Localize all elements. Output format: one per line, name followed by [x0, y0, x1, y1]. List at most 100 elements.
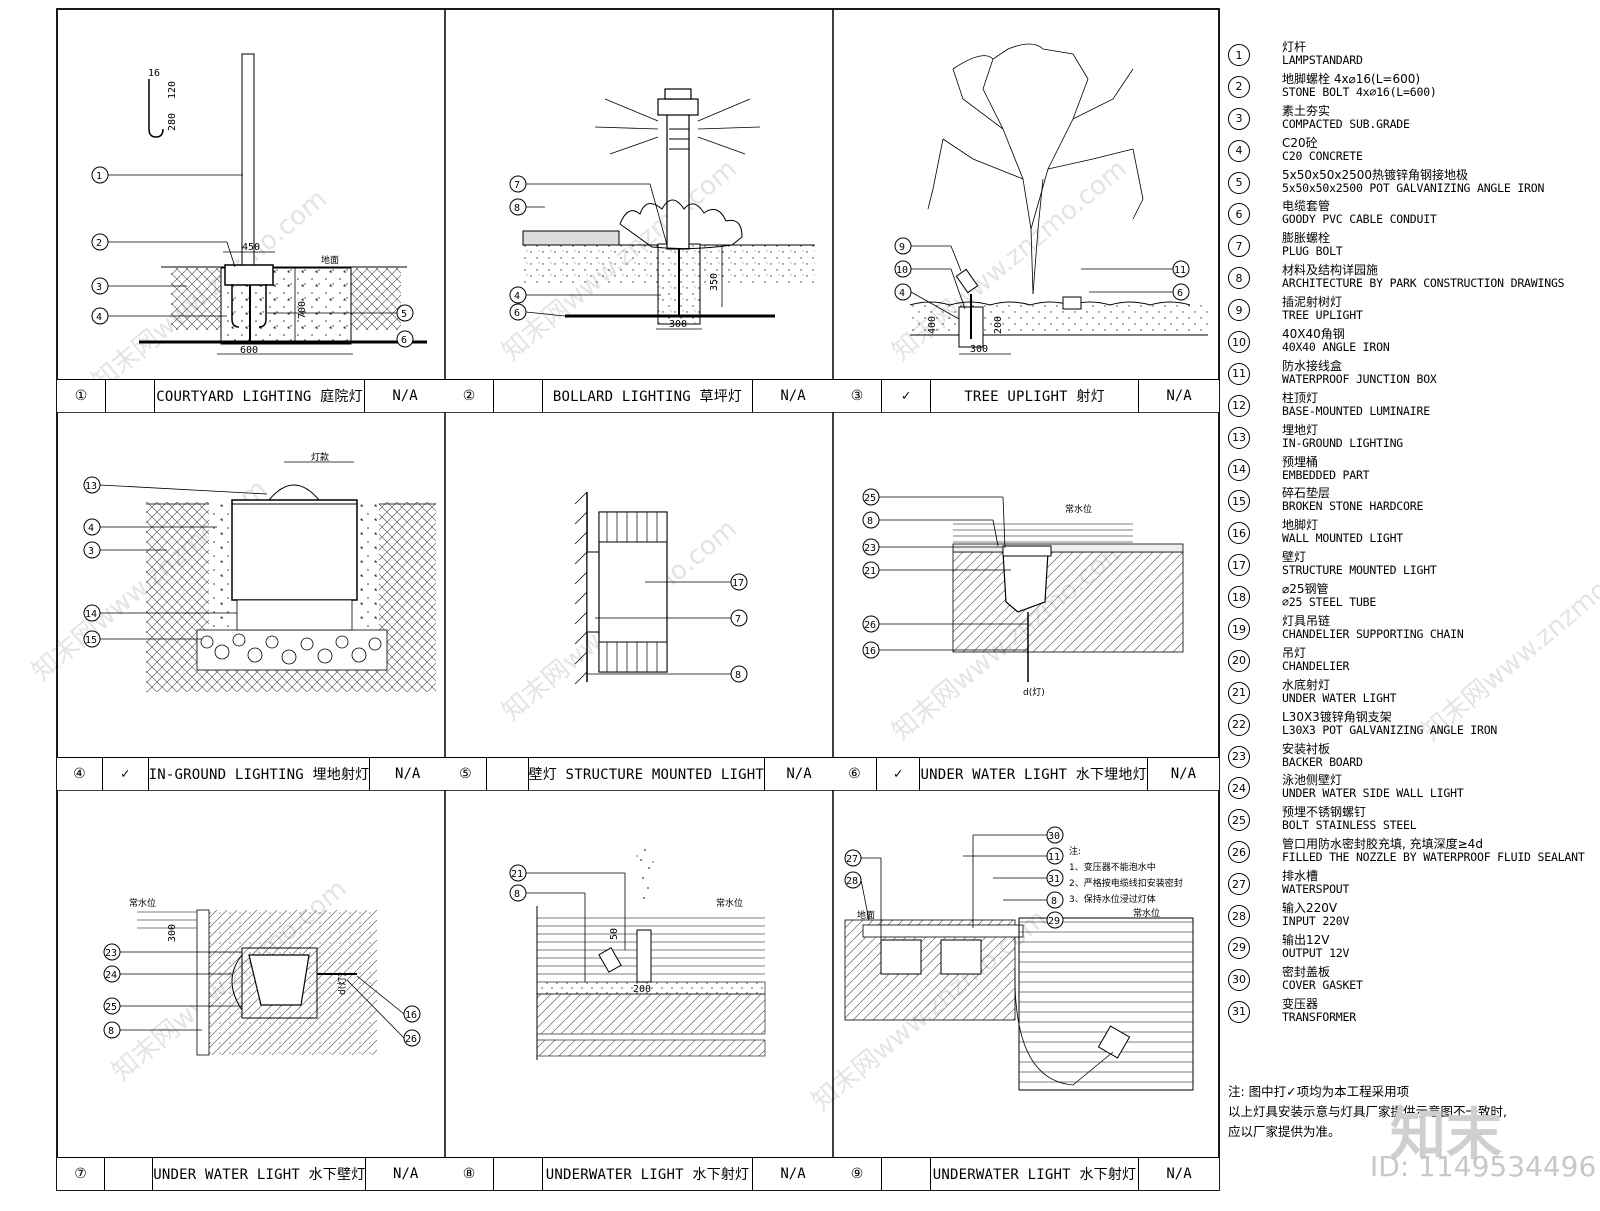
callout-4: 4: [894, 283, 960, 320]
dim-label: 600: [240, 345, 258, 356]
panel-title-bar: ⑦ UNDER WATER LIGHT 水下壁灯 N/A: [57, 1157, 445, 1190]
svg-text:17: 17: [732, 578, 744, 589]
svg-text:16: 16: [864, 646, 876, 657]
general-notes: 注: 图中打✓项均为本工程采用项 以上灯具安装示意与灯具厂家提供示意图不一致时,…: [1228, 1082, 1588, 1142]
legend-number: 21: [1228, 681, 1250, 704]
legend-number: 30: [1228, 968, 1250, 991]
legend-english-label: UNDER WATER SIDE WALL LIGHT: [1282, 786, 1464, 801]
legend-number: 25: [1228, 809, 1250, 832]
callout-1: 1: [91, 166, 243, 184]
legend-english-label: WATERPROOF JUNCTION BOX: [1282, 371, 1437, 386]
legend-english-label: BROKEN STONE HARDCORE: [1282, 499, 1424, 514]
panel-title: UNDERWATER LIGHT 水下射灯: [543, 1158, 753, 1190]
legend-chinese-label: 防水接线盒: [1282, 358, 1343, 373]
ground-label: 地面: [857, 909, 875, 921]
tree-illustration: [927, 43, 1144, 295]
legend-chinese-label: 壁灯: [1282, 550, 1307, 565]
svg-text:3: 3: [96, 282, 102, 293]
panel-check: [105, 1158, 154, 1190]
panel-structure-mounted-light: 17 7 8 ⑤ 壁灯 STRUCTURE MOUNTED LIGHT N/A: [445, 412, 833, 790]
callout-6: 6: [1089, 283, 1190, 301]
legend-english-label: PLUG BOLT: [1282, 244, 1343, 259]
legend-number: 31: [1228, 1000, 1250, 1023]
svg-text:30: 30: [1048, 831, 1060, 842]
legend-chinese-label: 密封盖板: [1282, 964, 1331, 979]
legend-chinese-label: 输出12V: [1282, 932, 1330, 947]
legend-chinese-label: 材料及结构详园施: [1282, 263, 1379, 278]
legend-english-label: STRUCTURE MOUNTED LIGHT: [1282, 563, 1437, 578]
depth-label: d(灯): [1023, 687, 1045, 698]
water-level-label: 常水位: [129, 897, 156, 909]
legend-english-label: EMBEDDED PART: [1282, 467, 1370, 482]
panel-number: ⑧: [445, 1158, 494, 1190]
callout-7: 7: [509, 175, 668, 246]
legend-chinese-label: 预埋不锈钢螺钉: [1282, 805, 1367, 820]
legend-number: 3: [1228, 107, 1250, 130]
panel-title: COURTYARD LIGHTING 庭院灯: [155, 380, 365, 412]
note-line: 以上灯具安装示意与灯具厂家提供示意图不一致时,: [1228, 1104, 1507, 1119]
legend-number: 11: [1228, 362, 1250, 385]
bollard-lighting-drawing: 300 350 7 8 4 6: [509, 88, 815, 330]
legend-chinese-label: 素土夯实: [1282, 103, 1331, 118]
dim-label: 120: [167, 81, 178, 99]
dim-label: 200: [633, 984, 651, 995]
panel-scale: N/A: [780, 388, 806, 404]
legend-english-label: COMPACTED SUB.GRADE: [1282, 116, 1410, 131]
svg-text:8: 8: [867, 516, 873, 527]
panel-title: 壁灯 STRUCTURE MOUNTED LIGHT: [529, 758, 766, 790]
dim-label: 700: [297, 301, 308, 319]
legend-number: 6: [1228, 203, 1250, 226]
svg-text:28: 28: [846, 876, 858, 887]
callout-26: 26: [346, 979, 421, 1047]
panel-title: IN-GROUND LIGHTING 埋地射灯: [149, 758, 371, 790]
legend-english-label: 40X40 ANGLE IRON: [1282, 340, 1390, 355]
panel-title-bar: ⑨ UNDERWATER LIGHT 水下射灯 N/A: [833, 1157, 1219, 1190]
under-water-in-ground-drawing: 常水位 d(灯) 25 8 23 21 26 16: [862, 488, 1184, 698]
svg-text:6: 6: [401, 335, 407, 346]
legend-english-label: 5x50x50x2500 POT GALVANIZING ANGLE IRON: [1282, 180, 1545, 195]
svg-text:8: 8: [735, 670, 741, 681]
panel-check: ✓: [877, 758, 921, 790]
panel-number: ②: [445, 380, 494, 412]
legend-english-label: FILLED THE NOZZLE BY WATERPROOF FLUID SE…: [1282, 850, 1585, 865]
svg-text:11: 11: [1174, 265, 1186, 276]
in-ground-lighting-drawing: 灯款 13 4 3 14 15: [83, 451, 436, 692]
legend-chinese-label: 吊灯: [1282, 645, 1307, 660]
legend-chinese-label: 水底射灯: [1282, 677, 1331, 692]
legend-english-label: TREE UPLIGHT: [1282, 308, 1363, 323]
dim-label: 450: [242, 242, 260, 253]
panel-title: UNDERWATER LIGHT 水下射灯: [931, 1158, 1139, 1190]
underwater-light-spray-drawing: 常水位 50 200 21 8: [509, 849, 766, 1060]
legend-english-label: BACKER BOARD: [1282, 754, 1363, 769]
legend-number: 10: [1228, 331, 1250, 354]
water-level-label: 常水位: [1133, 907, 1160, 919]
callout-17: 17: [645, 573, 748, 591]
svg-text:23: 23: [105, 948, 117, 959]
panel-number: ④: [57, 758, 103, 790]
svg-text:11: 11: [1048, 852, 1060, 863]
callout-30: 30: [972, 826, 1064, 928]
panel-in-ground-lighting: 灯款 13 4 3 14 15 ④ ✓ IN-GROUND LIGHTING 埋…: [57, 412, 445, 790]
legend-chinese-label: 安装衬板: [1282, 741, 1331, 756]
panel-scale: N/A: [780, 1166, 806, 1182]
legend-english-label: GOODY PVC CABLE CONDUIT: [1282, 212, 1437, 227]
panel-title-bar: ③ ✓ TREE UPLIGHT 射灯 N/A: [833, 379, 1219, 412]
panel-underwater-light-transformer: 地面 常水位 注: 1、变压器不能泡水中 2、严格按电缆线扣安装密封 3、保持水…: [833, 790, 1219, 1190]
svg-text:6: 6: [1177, 288, 1183, 299]
legend-english-label: LAMPSTANDARD: [1282, 53, 1363, 67]
legend-chinese-label: 40X40角钢: [1282, 327, 1345, 342]
dim-label: 50: [609, 928, 620, 940]
dim-label: 350: [709, 273, 720, 291]
panel-scale: N/A: [392, 388, 418, 404]
panel-title: TREE UPLIGHT 射灯: [931, 380, 1139, 412]
legend-chinese-label: 排水槽: [1282, 869, 1319, 884]
callout-3: 3: [91, 277, 187, 295]
